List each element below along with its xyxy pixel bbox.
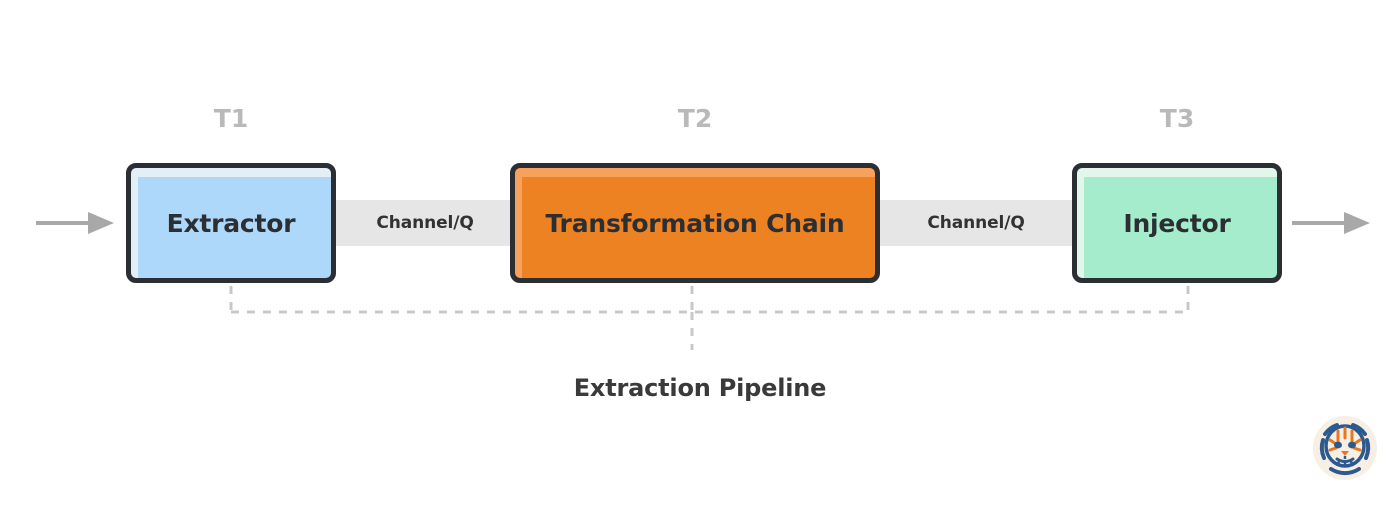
stage-box-extractor[interactable]: Extractor	[126, 163, 336, 283]
channel-band-1: Channel/Q	[330, 200, 520, 246]
tiger-head-logo-icon	[1311, 414, 1379, 482]
stage-box-injector[interactable]: Injector	[1072, 163, 1282, 283]
tier-label-t1: T1	[213, 104, 249, 133]
channel-band-2: Channel/Q	[874, 200, 1078, 246]
stage-box-transformation-chain[interactable]: Transformation Chain	[510, 163, 880, 283]
stage-label-injector: Injector	[1123, 208, 1231, 238]
channel-label-2: Channel/Q	[927, 213, 1025, 233]
group-caption: Extraction Pipeline	[573, 374, 827, 402]
channel-label-1: Channel/Q	[376, 213, 474, 233]
arrow-right-icon	[36, 205, 116, 241]
stage-label-extractor: Extractor	[166, 208, 296, 238]
arrow-right-icon	[1292, 205, 1372, 241]
stage-label-transformation-chain: Transformation Chain	[545, 208, 845, 238]
tier-label-t3: T3	[1159, 104, 1195, 133]
tier-label-t2: T2	[677, 104, 713, 133]
